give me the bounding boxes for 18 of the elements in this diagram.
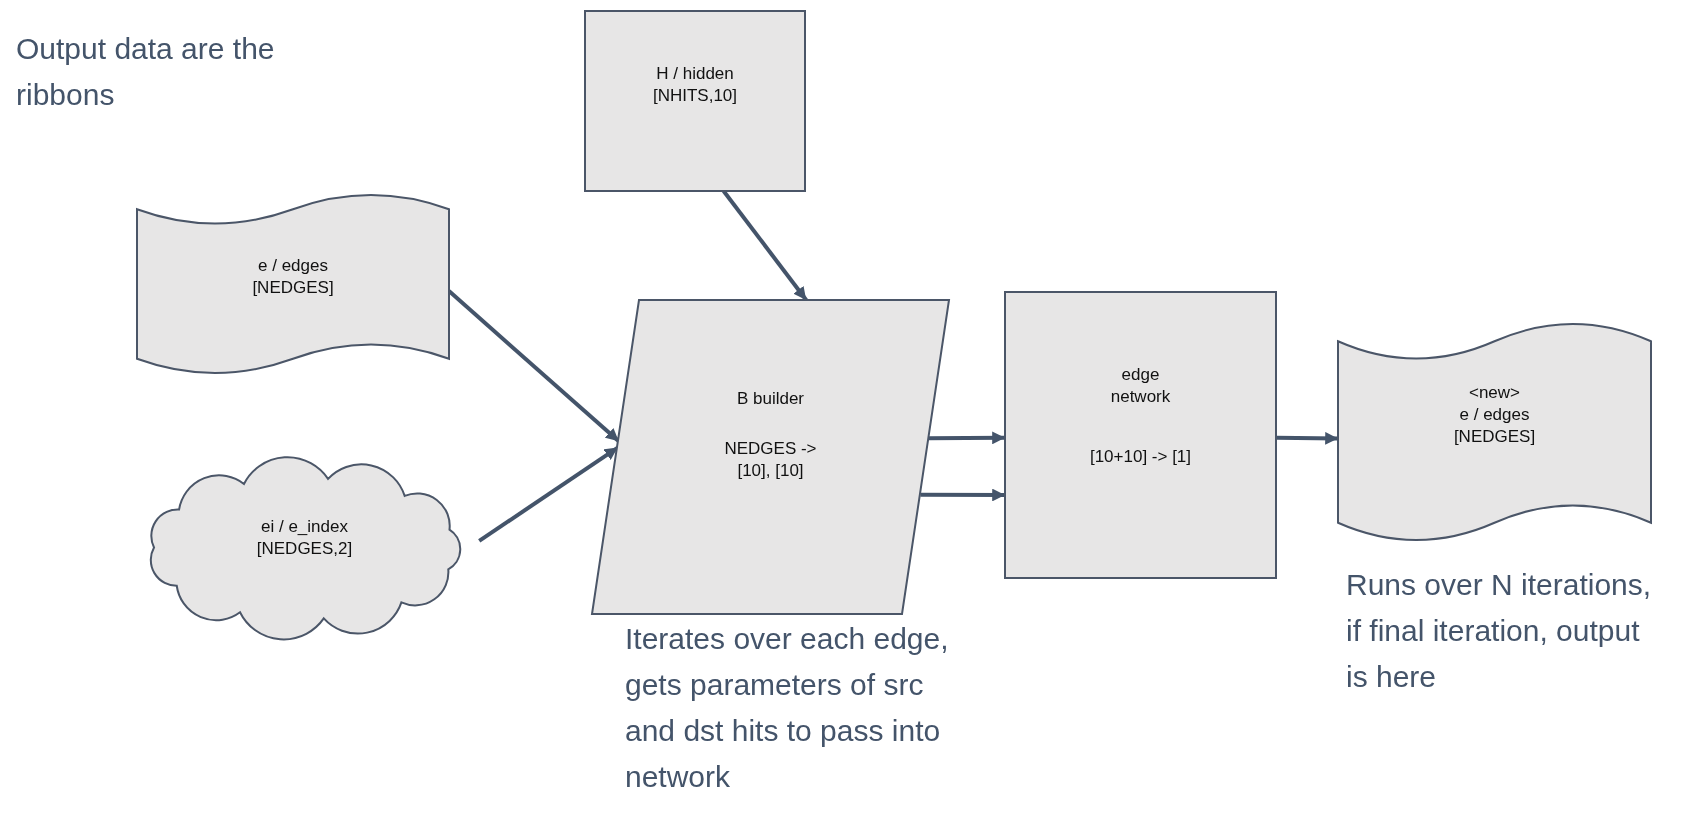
parallelogram-shape [592, 300, 949, 614]
process-box [1005, 292, 1276, 578]
node-label: H / hidden [NHITS,10] [651, 63, 739, 108]
node-label: [10+10] -> [1] [1088, 446, 1193, 469]
node-label: e / edges [NEDGES] [251, 255, 335, 300]
note-text: Output data are the ribbons [16, 31, 276, 113]
caption-text: Runs over N iterations, if final iteration, output is here [1346, 567, 1653, 695]
caption-text: Iterates over each edge, gets parameters of src and dst hits to pass into network [625, 621, 950, 795]
process-box [585, 11, 805, 191]
node-label: <new> [1467, 382, 1521, 404]
punched-tape-shape [137, 195, 449, 373]
node-label: B builder [735, 388, 806, 410]
punched-tape-shape [1338, 324, 1651, 540]
node-label: edge network [1109, 364, 1172, 409]
node-label: NEDGES -> [10], [10] [723, 438, 818, 483]
arrow [920, 488, 1005, 502]
node-label: ei / e_index [NEDGES,2] [255, 516, 354, 561]
node-label: e / edges [NEDGES] [1452, 404, 1537, 449]
